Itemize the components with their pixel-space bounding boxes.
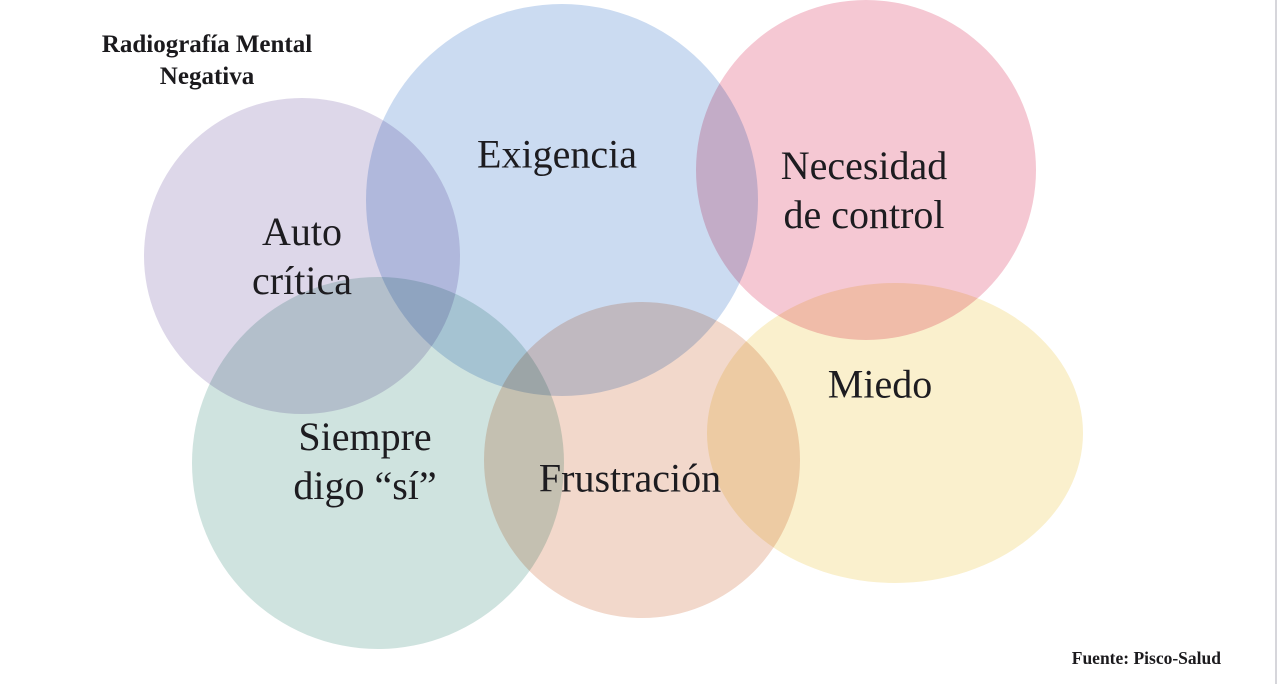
label-auto-critica: Auto crítica — [252, 208, 352, 306]
circle-necesidad-de-control — [696, 0, 1036, 340]
label-exigencia-line-1: Exigencia — [477, 131, 637, 177]
label-necesidad-line-1: Necesidad — [780, 143, 948, 189]
label-siempre-line-2: digo “sí” — [293, 463, 437, 508]
diagram-title-line-1: Radiografía Mental — [101, 31, 313, 58]
label-auto-critica-line-2: crítica — [252, 258, 352, 303]
label-miedo: Miedo — [828, 361, 932, 410]
label-necesidad-line-2: de control — [783, 192, 945, 237]
label-auto-critica-line-1: Auto — [261, 209, 342, 255]
label-siempre-line-1: Siempre — [298, 414, 432, 460]
diagram-title: Radiografía Mental Negativa — [102, 29, 312, 93]
label-frustracion: Frustración — [539, 455, 721, 504]
label-exigencia: Exigencia — [477, 131, 637, 180]
source-credit: Fuente: Pisco-Salud — [1071, 648, 1221, 668]
circle-miedo — [707, 283, 1083, 583]
label-frustracion-line-1: Frustración — [538, 455, 722, 501]
label-necesidad-de-control: Necesidad de control — [781, 142, 948, 240]
label-siempre-digo-si: Siempre digo “sí” — [293, 413, 436, 511]
right-edge-divider — [1275, 0, 1277, 684]
label-miedo-line-1: Miedo — [827, 361, 933, 407]
diagram-title-line-2: Negativa — [159, 63, 255, 90]
